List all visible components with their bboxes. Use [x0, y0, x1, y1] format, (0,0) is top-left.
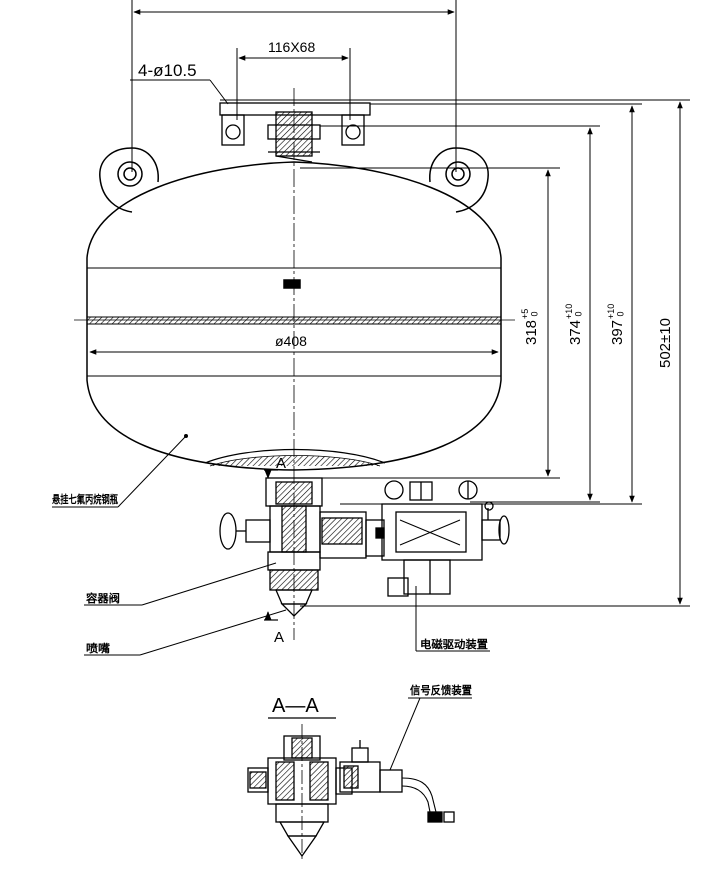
- mounting-bracket: [219, 99, 650, 163]
- height-502-label: 502±10: [657, 318, 674, 368]
- tank-label: 悬挂七氟丙烷钢瓶: [51, 492, 118, 506]
- svg-text:374: 374: [567, 320, 584, 345]
- cylinder-tank: [74, 147, 515, 471]
- solenoid-driver: [375, 480, 510, 597]
- flange-size-label: 116X68: [268, 39, 315, 55]
- nozzle-label: 喷嘴: [86, 641, 110, 655]
- height-dimensions: [300, 99, 690, 607]
- svg-text:+10 0: +10 0: [564, 304, 583, 319]
- top-width-dimension: [131, 0, 457, 172]
- section-view-aa: [247, 724, 455, 860]
- svg-text:318: 318: [523, 320, 540, 345]
- section-mark-top: A: [276, 455, 286, 472]
- diameter-label: ø408: [275, 333, 307, 349]
- nozzle: [275, 589, 313, 617]
- valve-label: 容器阀: [85, 591, 120, 605]
- section-mark-bottom: A: [274, 629, 284, 646]
- solenoid-label: 电磁驱动装置: [420, 637, 488, 651]
- height-318-label: 318 +5 0: [520, 309, 540, 345]
- height-397-label: 397 +10 0: [606, 304, 626, 345]
- flange-dimension: [236, 48, 351, 120]
- hole-spec-label: 4-ø10.5: [138, 61, 197, 80]
- svg-text:397: 397: [609, 320, 626, 345]
- svg-text:+10 0: +10 0: [606, 304, 625, 319]
- section-view-title: A—A: [272, 695, 319, 717]
- container-valve: [219, 477, 385, 591]
- hole-spec-leader: [130, 79, 229, 105]
- svg-text:+5 0: +5 0: [520, 309, 539, 319]
- height-374-label: 374 +10 0: [564, 304, 584, 345]
- feedback-label: 信号反馈装置: [410, 683, 472, 697]
- label-leaders: [52, 435, 490, 771]
